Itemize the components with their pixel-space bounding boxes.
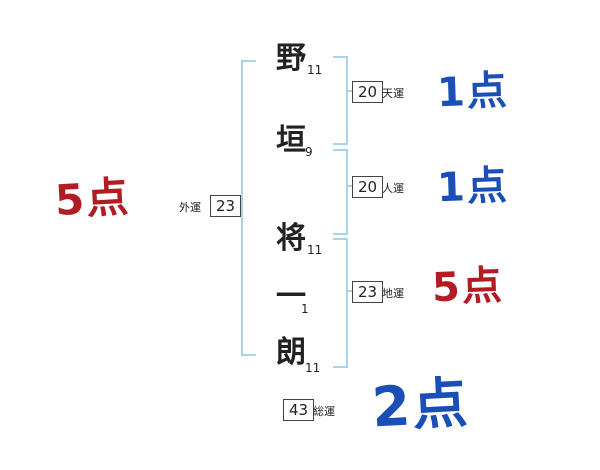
name-char: 野 <box>276 41 306 76</box>
name-char: 朗 <box>276 335 306 370</box>
bracket-tick <box>333 238 348 240</box>
bracket-line <box>346 149 348 235</box>
chiun-value-box: 23 <box>352 281 384 303</box>
stroke-count: 1 <box>301 302 309 316</box>
bracket-line <box>346 56 348 145</box>
gaiun-value-box: 23 <box>210 195 242 217</box>
souun-label: 総運 <box>313 405 335 418</box>
bracket-tick <box>333 149 348 151</box>
bracket-tick <box>241 60 256 62</box>
souun-score: 2点 <box>370 370 471 440</box>
bracket-connector <box>348 290 353 292</box>
stroke-count: 11 <box>307 243 323 257</box>
jinun-value-box: 20 <box>352 176 384 198</box>
gaiun-score: 5点 <box>53 172 132 225</box>
bracket-line <box>241 60 243 356</box>
tenun-label: 天運 <box>382 87 404 100</box>
name-char: 垣 <box>276 123 306 158</box>
chiun-label: 地運 <box>382 287 404 300</box>
bracket-tick <box>333 366 348 368</box>
stroke-count: 9 <box>305 145 313 159</box>
stroke-count: 11 <box>305 361 321 375</box>
bracket-connector <box>348 90 353 92</box>
bracket-tick <box>333 56 348 58</box>
bracket-connector <box>348 185 353 187</box>
chiun-score: 5点 <box>431 262 505 312</box>
stroke-count: 11 <box>307 63 323 77</box>
bracket-tick <box>333 143 348 145</box>
jinun-score: 1点 <box>436 162 510 212</box>
souun-value-box: 43 <box>283 399 315 421</box>
bracket-tick <box>241 354 256 356</box>
bracket-line <box>346 238 348 368</box>
tenun-value-box: 20 <box>352 81 384 103</box>
gaiun-label: 外運 <box>179 201 201 214</box>
name-char: 一 <box>276 279 306 314</box>
tenun-score: 1点 <box>436 67 510 117</box>
jinun-label: 人運 <box>382 182 404 195</box>
bracket-tick <box>333 233 348 235</box>
name-char: 将 <box>276 221 306 256</box>
